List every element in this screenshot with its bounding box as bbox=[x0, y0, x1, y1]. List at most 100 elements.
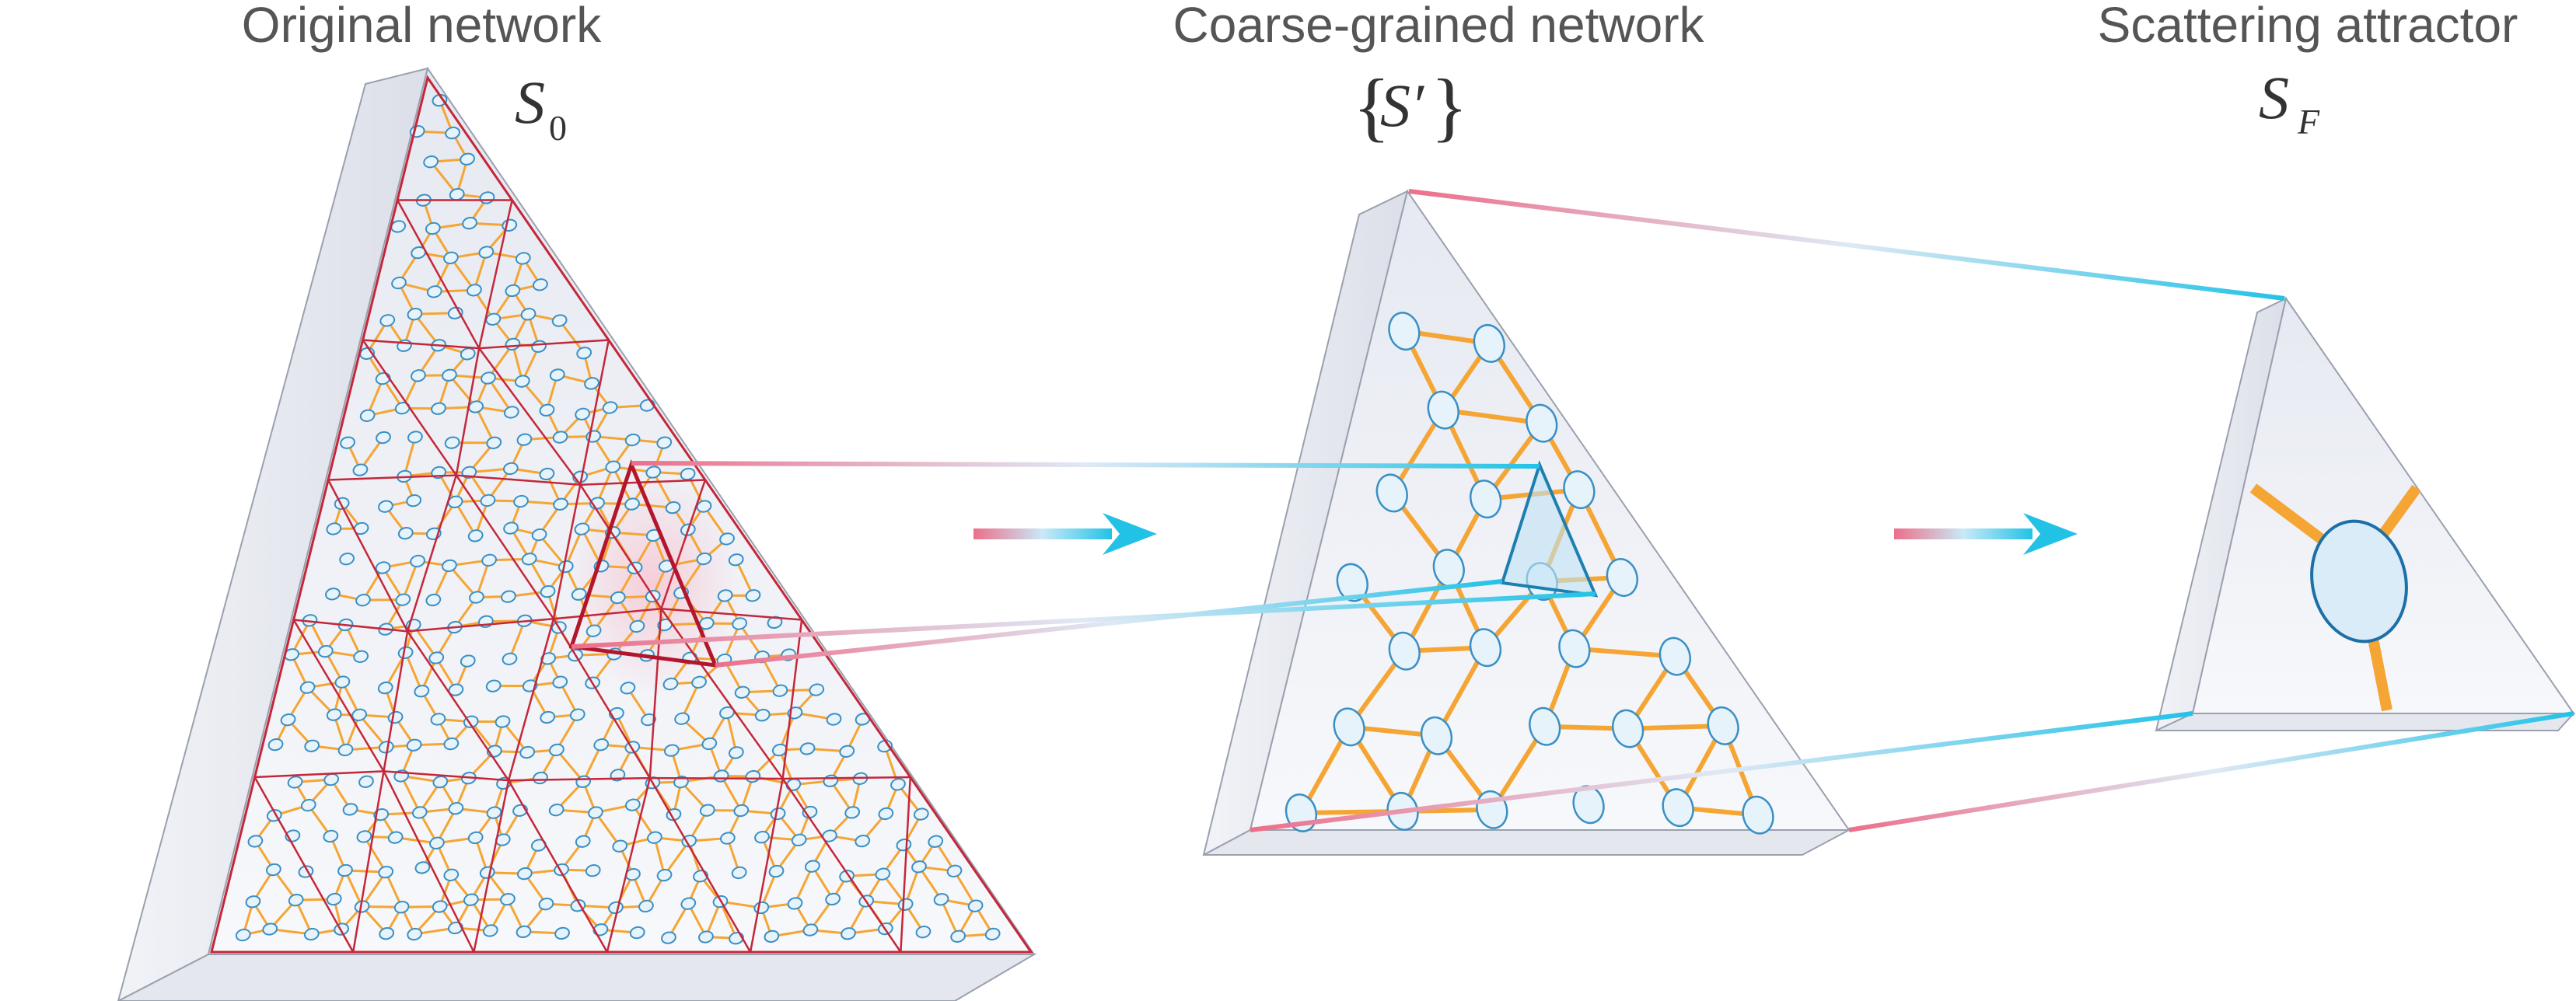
partition-lines bbox=[210, 75, 1033, 954]
network-edge bbox=[794, 866, 814, 905]
partition-line bbox=[660, 608, 784, 780]
title-scattering-attractor: Scattering attractor bbox=[2098, 0, 2518, 53]
network-node bbox=[701, 737, 718, 751]
partition-line bbox=[552, 618, 651, 779]
partition-line bbox=[649, 776, 783, 780]
network-edge bbox=[703, 505, 729, 540]
right-arrow-icon bbox=[973, 513, 1157, 555]
network-node bbox=[521, 553, 537, 566]
network-node bbox=[516, 433, 533, 446]
network-node bbox=[1742, 795, 1774, 835]
network-node bbox=[674, 712, 690, 725]
network-node bbox=[1707, 706, 1739, 745]
network-node bbox=[549, 743, 564, 757]
network-node bbox=[426, 285, 442, 298]
network-node bbox=[984, 927, 1001, 941]
network-node bbox=[539, 467, 555, 481]
network-node bbox=[447, 495, 463, 508]
network-node bbox=[533, 278, 548, 291]
network-node bbox=[1563, 470, 1596, 510]
network-node bbox=[245, 895, 261, 909]
network-node bbox=[431, 402, 446, 415]
network-node bbox=[841, 927, 856, 940]
partition-line bbox=[579, 484, 662, 609]
network-node bbox=[359, 409, 376, 422]
network-node bbox=[432, 900, 448, 913]
partition-line bbox=[552, 484, 582, 619]
network-edge bbox=[720, 775, 743, 811]
network-node bbox=[288, 893, 304, 907]
partition-line bbox=[648, 609, 662, 779]
network-node bbox=[552, 431, 568, 444]
network-node bbox=[875, 867, 891, 881]
network-node bbox=[585, 864, 601, 877]
network-edge bbox=[487, 377, 513, 413]
network-node bbox=[913, 807, 929, 821]
network-node bbox=[734, 685, 750, 699]
partition-line bbox=[477, 200, 513, 349]
network-edge bbox=[448, 564, 478, 598]
partition-line bbox=[553, 608, 662, 620]
network-node bbox=[515, 252, 531, 265]
partition-line bbox=[383, 770, 509, 782]
network-edge bbox=[366, 378, 385, 417]
network-node bbox=[339, 553, 355, 566]
network-node bbox=[429, 836, 445, 849]
network-node bbox=[379, 314, 396, 327]
network-edge bbox=[940, 898, 959, 937]
network-node bbox=[1529, 706, 1561, 746]
network-edge bbox=[502, 720, 529, 753]
network-node bbox=[443, 868, 460, 881]
network-node bbox=[337, 743, 354, 757]
network-node bbox=[629, 619, 645, 633]
selected-partition-triangle bbox=[568, 459, 718, 668]
network-edge bbox=[904, 866, 921, 905]
network-node bbox=[378, 500, 393, 513]
network-edge bbox=[1574, 646, 1676, 659]
network-node bbox=[665, 500, 681, 514]
symbol-s0-main: S bbox=[515, 68, 545, 136]
partition-line bbox=[781, 778, 902, 953]
network-node bbox=[340, 436, 355, 449]
network-node bbox=[540, 710, 556, 724]
link-coarse-left bbox=[1250, 711, 2193, 832]
network-edge bbox=[449, 256, 476, 291]
network-edge bbox=[735, 559, 754, 596]
network-node bbox=[352, 463, 369, 476]
network-node bbox=[500, 892, 516, 906]
link-apex bbox=[631, 461, 1540, 469]
link-left-corner bbox=[571, 591, 1596, 649]
network-node bbox=[481, 371, 496, 385]
network-node bbox=[520, 308, 537, 321]
link-coarse-right bbox=[1848, 711, 2574, 832]
network-node bbox=[445, 126, 460, 140]
network-node bbox=[425, 593, 442, 607]
network-node bbox=[485, 679, 502, 692]
partition-line bbox=[328, 474, 456, 481]
network-node bbox=[505, 284, 521, 298]
network-node bbox=[1558, 629, 1591, 668]
network-node bbox=[575, 835, 591, 848]
network-node bbox=[414, 861, 431, 874]
network-node bbox=[946, 864, 963, 877]
network-edge bbox=[811, 865, 834, 900]
network-node bbox=[624, 497, 640, 511]
attractor-network bbox=[2249, 483, 2421, 712]
network-node bbox=[467, 831, 484, 845]
network-node bbox=[462, 216, 477, 230]
network-node bbox=[495, 715, 511, 728]
network-node bbox=[967, 899, 984, 912]
network-node bbox=[304, 739, 320, 752]
network-node bbox=[825, 892, 841, 906]
network-node bbox=[358, 775, 374, 788]
symbol-s-prime-main: S′ bbox=[1380, 72, 1425, 139]
network-node bbox=[1388, 312, 1421, 351]
network-edge bbox=[404, 652, 423, 692]
network-edge bbox=[358, 713, 387, 748]
network-edge bbox=[400, 775, 421, 814]
network-node bbox=[585, 624, 602, 637]
network-edge bbox=[918, 866, 942, 901]
title-original-network: Original network bbox=[242, 0, 602, 53]
network-node bbox=[662, 677, 679, 691]
network-edge bbox=[474, 406, 495, 444]
